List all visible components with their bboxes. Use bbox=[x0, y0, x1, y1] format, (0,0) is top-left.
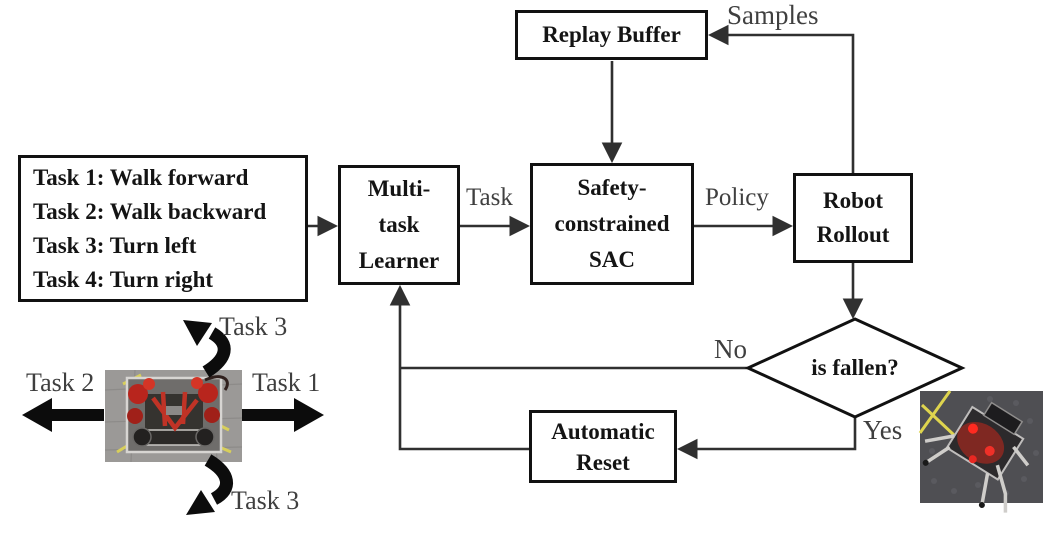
robot-motor-led bbox=[204, 407, 220, 423]
robot-motor-led bbox=[198, 383, 218, 403]
rollout-label-line: Robot bbox=[822, 188, 884, 213]
policy-edge-label: Policy bbox=[705, 184, 769, 211]
reset-label-line: Automatic bbox=[551, 418, 655, 444]
red-led bbox=[967, 423, 978, 434]
sac-label-line: constrained bbox=[554, 211, 670, 236]
robot-foot bbox=[978, 501, 985, 508]
task2-backward-label: Task 2 bbox=[26, 368, 95, 397]
rollout-label-line: Rollout bbox=[816, 222, 890, 247]
task1-forward-label: Task 1 bbox=[252, 368, 321, 397]
robot-motor-led bbox=[127, 408, 143, 424]
learner-label-line: Learner bbox=[358, 248, 440, 273]
sac-label-line: SAC bbox=[588, 247, 635, 272]
no-branch-label: No bbox=[714, 334, 747, 364]
robot-rollout-box: Robot Rollout bbox=[793, 173, 913, 263]
edge-reset-to-learner bbox=[389, 284, 529, 451]
is-fallen-decision-label: is fallen? bbox=[811, 355, 899, 380]
learner-label-line: task bbox=[378, 212, 420, 237]
task-edge-label: Task bbox=[466, 184, 513, 211]
replay-buffer-box: Replay Buffer bbox=[515, 10, 708, 60]
robot-legs bbox=[924, 434, 1030, 513]
multi-task-learner-box: Multi- task Learner bbox=[338, 165, 460, 285]
robot-wire bbox=[204, 375, 229, 391]
task3-turn-down-label: Task 3 bbox=[231, 486, 300, 515]
robot-motor-led bbox=[128, 384, 148, 404]
decision-diamond bbox=[744, 317, 966, 419]
learner-label-line: Multi- bbox=[367, 176, 431, 201]
safety-constrained-sac-box: Safety- constrained SAC bbox=[530, 163, 694, 285]
task-list-line: Task 3: Turn left bbox=[33, 232, 197, 258]
red-led bbox=[968, 455, 977, 464]
edge-rollout-to-replay-samples bbox=[707, 24, 855, 174]
robot-motor-led bbox=[143, 378, 155, 390]
task3-turn-down-arrowhead bbox=[186, 490, 215, 515]
task-list-box: Task 1: Walk forward Task 2: Walk backwa… bbox=[18, 155, 308, 302]
reset-label-line: Reset bbox=[576, 449, 630, 475]
task3-turn-down-arrow-shaft bbox=[204, 454, 233, 505]
yes-branch-label: Yes bbox=[863, 415, 903, 445]
automatic-reset-box: Automatic Reset bbox=[529, 410, 677, 483]
robot-foot bbox=[195, 427, 215, 447]
edge-decision-yes-to-reset bbox=[676, 416, 857, 460]
fallen-robot-photo bbox=[918, 390, 1043, 513]
replay-buffer-label: Replay Buffer bbox=[542, 22, 681, 47]
robot-motor-led bbox=[191, 377, 203, 389]
robot-electronics bbox=[166, 406, 182, 415]
red-led bbox=[984, 445, 995, 456]
task-list-line: Task 2: Walk backward bbox=[33, 198, 267, 224]
task1-forward-arrow bbox=[242, 398, 324, 432]
floor-texture bbox=[929, 396, 1039, 496]
robot-foot bbox=[922, 459, 929, 466]
robot-top-view-photo bbox=[104, 369, 243, 463]
samples-edge-label: Samples bbox=[727, 0, 819, 30]
robot-top-plate bbox=[982, 401, 1024, 436]
sac-label-line: Safety- bbox=[577, 175, 647, 200]
fallen-robot-body bbox=[922, 401, 1030, 513]
task3-turn-up-arrow-shaft bbox=[202, 327, 231, 378]
task3-turn-up-arrowhead bbox=[183, 320, 212, 346]
yellow-floor-line bbox=[918, 390, 956, 437]
task-list-line: Task 4: Turn right bbox=[33, 266, 214, 292]
task3-turn-up-label: Task 3 bbox=[219, 312, 288, 341]
task-list-line: Task 1: Walk forward bbox=[33, 164, 249, 190]
task-direction-arrows bbox=[22, 320, 324, 515]
task2-backward-arrow bbox=[22, 398, 104, 432]
red-ribbon-cables bbox=[151, 391, 199, 432]
robot-foot bbox=[132, 427, 152, 447]
